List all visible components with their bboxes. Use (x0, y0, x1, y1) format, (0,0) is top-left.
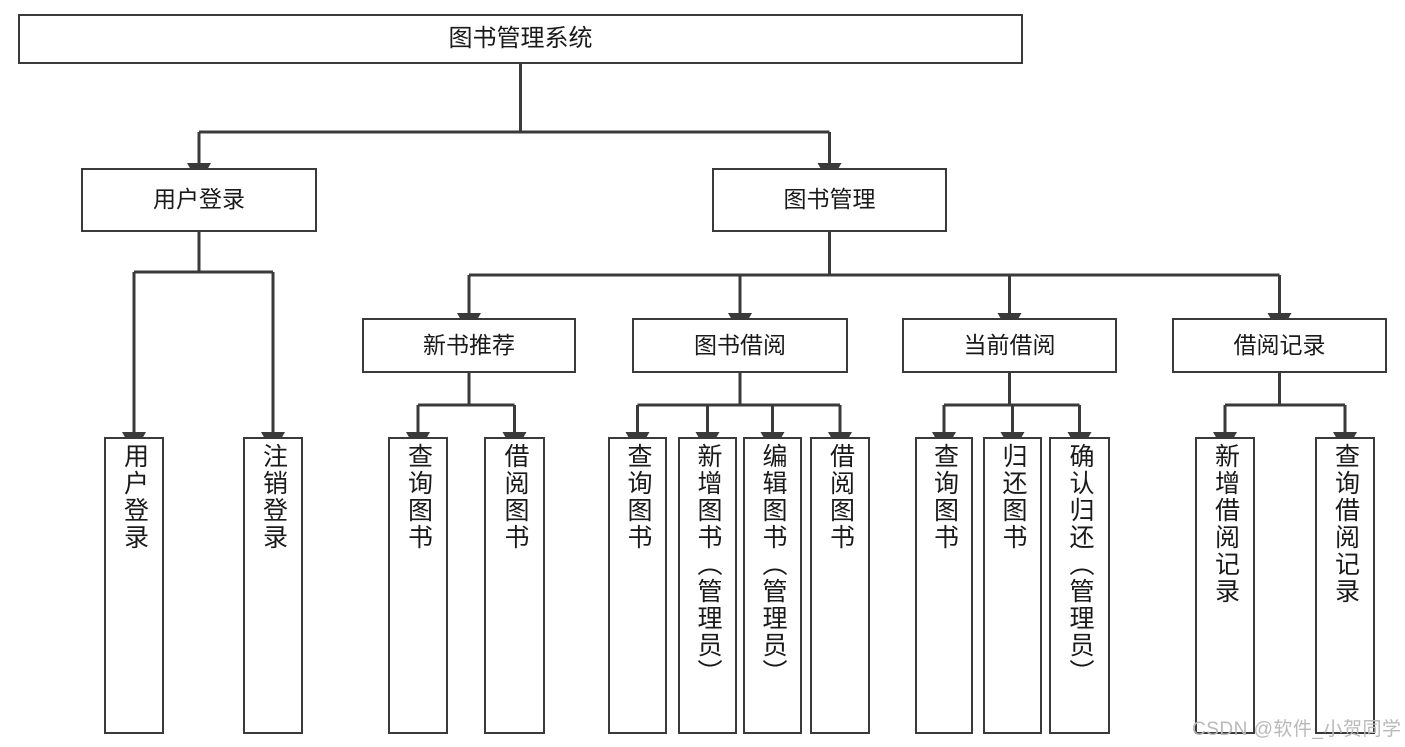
node-label-root: 图书管理系统 (448, 24, 593, 52)
node-leaf-return-book[interactable]: 归还图书 (983, 437, 1042, 734)
node-label-book-management: 图书管理 (783, 186, 876, 213)
node-current-borrow[interactable]: 当前借阅 (902, 318, 1117, 373)
node-leaf-borrow-book-1[interactable]: 借阅图书 (484, 437, 545, 734)
node-leaf-borrow-book-2[interactable]: 借阅图书 (810, 437, 870, 734)
node-label-leaf-edit-book-admin: 编辑图书（管理员） (759, 443, 787, 686)
node-label-leaf-borrow-book-2: 借阅图书 (826, 443, 855, 551)
node-label-leaf-query-borrow-record: 查询借阅记录 (1331, 443, 1360, 605)
node-new-book-recommend[interactable]: 新书推荐 (362, 318, 576, 373)
node-leaf-query-book-1[interactable]: 查询图书 (388, 437, 448, 734)
node-user-login[interactable]: 用户登录 (81, 168, 317, 232)
node-label-borrow-record: 借阅记录 (1233, 331, 1326, 358)
node-leaf-add-borrow-record[interactable]: 新增借阅记录 (1195, 437, 1255, 734)
node-leaf-query-borrow-record[interactable]: 查询借阅记录 (1315, 437, 1375, 734)
node-label-user-login: 用户登录 (153, 186, 245, 213)
node-leaf-user-login[interactable]: 用户登录 (104, 437, 164, 734)
node-root[interactable]: 图书管理系统 (18, 14, 1023, 64)
node-leaf-add-book-admin[interactable]: 新增图书（管理员） (678, 437, 737, 734)
node-label-leaf-query-book-2: 查询图书 (624, 443, 652, 551)
node-label-leaf-query-book-1: 查询图书 (404, 443, 433, 551)
node-leaf-edit-book-admin[interactable]: 编辑图书（管理员） (743, 437, 802, 734)
node-leaf-query-book-3[interactable]: 查询图书 (915, 437, 973, 734)
csdn-watermark: CSDN @软件_小贺同学 (1192, 719, 1402, 740)
node-label-leaf-add-borrow-record: 新增借阅记录 (1211, 443, 1240, 605)
node-borrow-record[interactable]: 借阅记录 (1172, 318, 1387, 373)
node-label-leaf-confirm-return-admin: 确认归还（管理员） (1066, 443, 1094, 686)
node-label-book-borrow: 图书借阅 (694, 331, 786, 358)
node-leaf-confirm-return-admin[interactable]: 确认归还（管理员） (1049, 437, 1110, 734)
node-leaf-query-book-2[interactable]: 查询图书 (608, 437, 667, 734)
node-label-leaf-query-book-3: 查询图书 (930, 443, 959, 551)
node-label-current-borrow: 当前借阅 (963, 331, 1056, 358)
node-leaf-logout-login[interactable]: 注销登录 (243, 437, 303, 734)
node-label-leaf-add-book-admin: 新增图书（管理员） (694, 443, 722, 686)
node-label-new-book-recommend: 新书推荐 (423, 331, 515, 358)
node-label-leaf-user-login: 用户登录 (120, 443, 149, 551)
node-book-management[interactable]: 图书管理 (712, 168, 947, 232)
node-label-leaf-return-book: 归还图书 (999, 443, 1027, 551)
node-label-leaf-logout-login: 注销登录 (259, 443, 288, 551)
node-book-borrow[interactable]: 图书借阅 (632, 318, 848, 373)
node-label-leaf-borrow-book-1: 借阅图书 (501, 443, 529, 551)
